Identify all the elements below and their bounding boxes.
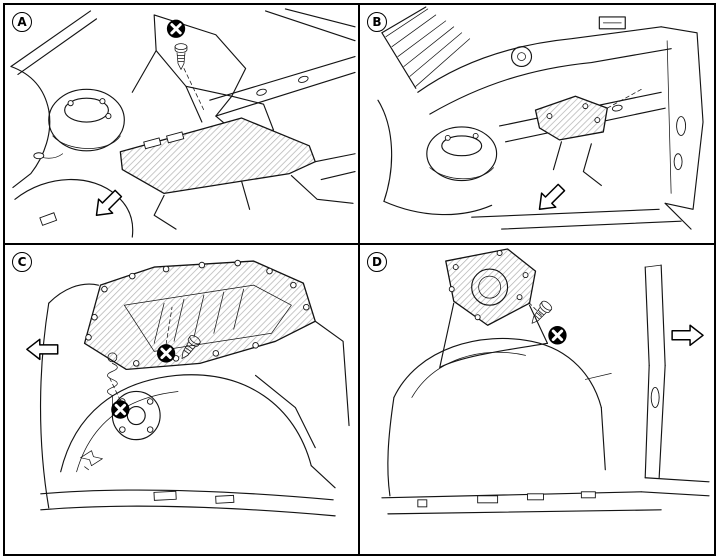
direction-arrow-left-icon	[26, 338, 59, 361]
screw-icon	[531, 300, 553, 324]
diagram-frame: A	[3, 3, 716, 556]
leader-line	[108, 375, 121, 401]
body-structure	[39, 283, 350, 517]
panel-label-b: B	[367, 12, 387, 32]
clip-part	[80, 450, 103, 471]
reinforcement-part-hatched	[119, 117, 316, 195]
panel-label-c: C	[12, 252, 32, 272]
leader-line	[527, 300, 542, 316]
panel-c-drawing	[26, 259, 350, 517]
reinforcement-part-hatched	[534, 95, 608, 141]
leader-line	[183, 68, 205, 111]
direction-arrow-down-left-icon	[538, 183, 566, 211]
bolt-marker-icon	[156, 344, 176, 363]
panel-c: C	[5, 245, 360, 554]
reinforcement-part-hatched	[445, 248, 537, 326]
panel-b: B	[360, 5, 714, 245]
bolt-marker-icon	[166, 19, 186, 38]
wheelhouse-panel-hatched	[83, 259, 316, 371]
bolt-marker-icon	[548, 326, 567, 345]
panel-d: D	[360, 245, 714, 554]
body-structure	[10, 8, 356, 238]
direction-arrow-right-icon	[671, 324, 704, 347]
leader-line	[165, 306, 173, 345]
direction-arrow-down-left-icon	[95, 189, 123, 216]
screw-icon	[174, 43, 188, 70]
panel-label-a: A	[12, 12, 32, 32]
panel-a-drawing	[10, 8, 356, 238]
panel-b-drawing	[377, 6, 704, 230]
panel-a: A	[5, 5, 360, 245]
bolt-marker-icon	[111, 400, 130, 419]
screw-icon	[181, 335, 201, 359]
body-structure	[381, 264, 710, 515]
leader-line	[606, 87, 644, 109]
panel-label-d: D	[367, 252, 387, 272]
panel-d-drawing	[381, 248, 710, 515]
